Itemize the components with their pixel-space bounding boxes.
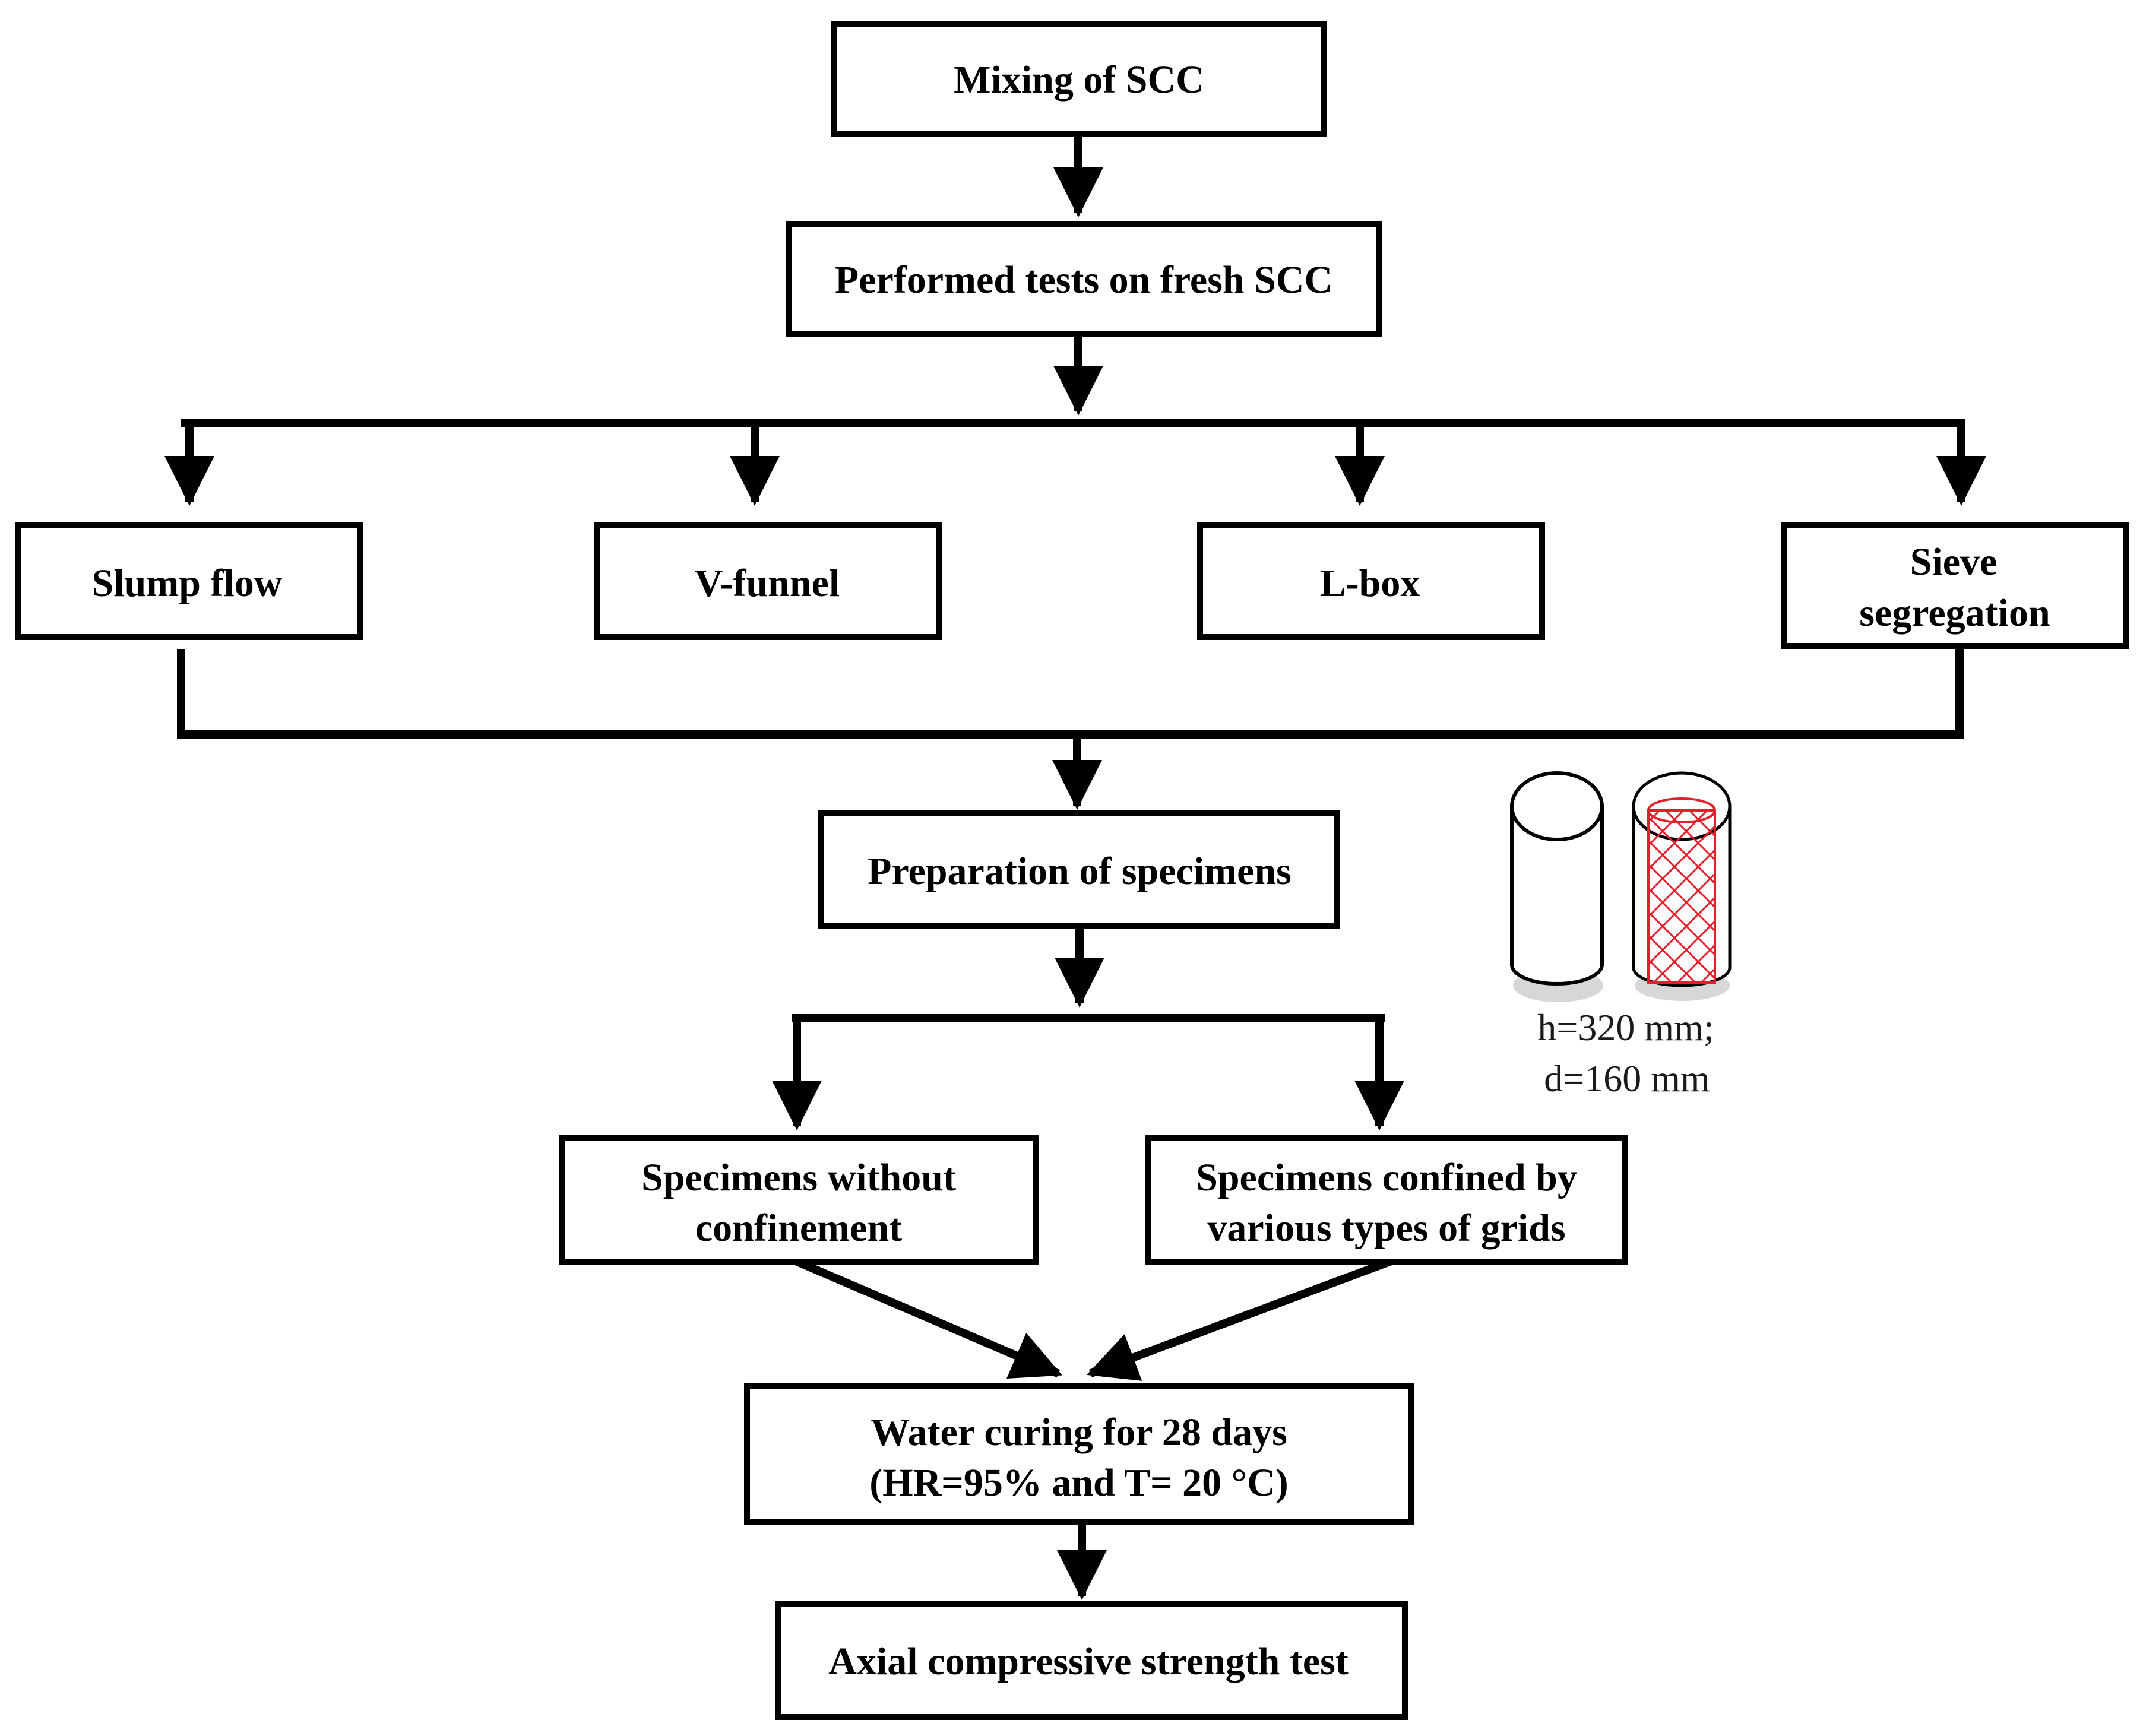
- box-fresh-tests: [786, 221, 1382, 337]
- box-v-funnel: [594, 522, 942, 640]
- grid-mesh-icon: [1647, 797, 1716, 984]
- boxes: [15, 21, 2129, 1720]
- label-curing-line2: (HR=95% and T= 20 °C): [869, 1461, 1288, 1504]
- label-curing-line1: Water curing for 28 days: [871, 1411, 1287, 1454]
- label-slump-flow: Slump flow: [92, 562, 283, 605]
- specimen-illustration: h=320 mm; d=160 mm: [1510, 771, 1732, 1100]
- box-mixing: [831, 21, 1327, 137]
- box-axial: [775, 1601, 1408, 1720]
- box-sieve: [1781, 522, 2129, 649]
- arrow-confined-to-curing: [1086, 1257, 1392, 1381]
- box-labels: Mixing of SCC Performed tests on fresh S…: [92, 58, 2050, 1683]
- specimen-dim-height: h=320 mm;: [1537, 1006, 1714, 1048]
- label-v-funnel: V-funnel: [695, 562, 840, 605]
- box-slump-flow: [15, 522, 363, 640]
- connectors: [164, 131, 1986, 1600]
- plain-cylinder-icon: [1510, 771, 1604, 1002]
- box-curing: [744, 1383, 1414, 1525]
- label-fresh-tests: Performed tests on fresh SCC: [835, 258, 1332, 302]
- label-confined-line1: Specimens confined by: [1196, 1156, 1577, 1199]
- label-sieve-line2: segregation: [1859, 591, 2050, 635]
- label-axial: Axial compressive strength test: [828, 1640, 1349, 1683]
- label-mixing: Mixing of SCC: [954, 58, 1204, 102]
- label-without-line2: confinement: [695, 1206, 902, 1250]
- confined-cylinder-icon: [1632, 771, 1732, 1001]
- specimen-dim-diameter: d=160 mm: [1544, 1057, 1710, 1100]
- box-confined: [1145, 1135, 1628, 1265]
- box-without-confinement: [559, 1135, 1039, 1265]
- line-bottom-bus: [177, 645, 1964, 739]
- label-sieve-line1: Sieve: [1910, 540, 1998, 584]
- arrow-without-to-curing: [794, 1257, 1062, 1379]
- label-confined-line2: various types of grids: [1207, 1206, 1565, 1250]
- box-preparation: [818, 810, 1340, 929]
- box-l-box: [1197, 522, 1545, 640]
- label-without-line1: Specimens without: [641, 1156, 956, 1199]
- label-preparation: Preparation of specimens: [868, 850, 1292, 893]
- label-l-box: L-box: [1320, 562, 1420, 605]
